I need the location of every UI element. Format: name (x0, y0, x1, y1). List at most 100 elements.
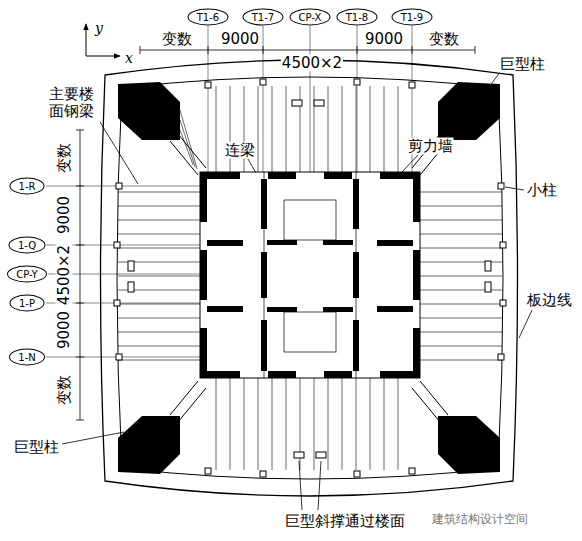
floor-beams (118, 276, 200, 277)
core (261, 179, 267, 229)
floor-beams (118, 360, 200, 361)
grid-bubble: 1-P (10, 295, 45, 312)
leader-lines (505, 187, 524, 190)
dimension: 变数 (56, 142, 73, 174)
floor-beams (118, 248, 200, 249)
brace-slots (128, 261, 134, 271)
grid-label: 1-Q (18, 240, 36, 251)
small-columns (409, 468, 415, 474)
small-columns (205, 82, 211, 88)
floor-beams (244, 378, 245, 470)
floor-beams (342, 86, 343, 172)
grid-lines (310, 26, 311, 172)
core (353, 320, 359, 371)
leader-lines (248, 159, 256, 173)
dimension-lines (80, 130, 81, 420)
floor-beams (258, 86, 259, 172)
core (323, 240, 353, 245)
core (377, 306, 413, 312)
core (377, 240, 413, 246)
floor-beams (420, 206, 502, 207)
dimension: 9000 (56, 195, 73, 235)
small-columns (114, 242, 120, 248)
core (284, 200, 336, 240)
dimension: 4500×2 (56, 244, 73, 306)
floor-beams (420, 346, 502, 347)
leader-lines (100, 122, 138, 184)
perimeter-beam (117, 77, 503, 479)
floor-beams (258, 378, 259, 470)
core (261, 320, 267, 371)
core (284, 312, 336, 352)
grid-label: T1-8 (346, 12, 368, 23)
brace-slots (316, 452, 326, 458)
mega-columns (438, 416, 500, 474)
floor-beams (230, 86, 231, 172)
dimension-lines (76, 130, 84, 131)
dimension-lines (208, 46, 209, 54)
small-columns (205, 468, 211, 474)
grid-bubble: CP-X (290, 9, 331, 26)
dimension-lines (76, 245, 84, 246)
floor-beams (244, 86, 245, 172)
floor-beams (314, 378, 315, 470)
leader-lines (402, 155, 418, 172)
dimension-lines (357, 46, 358, 54)
grid-bubble: T1-6 (188, 9, 229, 26)
core (200, 250, 207, 300)
dimension-lines (76, 186, 84, 187)
callout: 巨型柱 (499, 56, 546, 73)
dimension: 变数 (428, 31, 460, 48)
floor-beams (420, 332, 502, 333)
floor-beams (398, 378, 399, 470)
brace-slots (485, 282, 491, 292)
grid-label: 1-P (19, 298, 35, 309)
watermark: 建筑结构设计空间 (431, 511, 529, 528)
core (200, 172, 420, 378)
brace-slots (485, 261, 491, 271)
callout: 巨型斜撑通过楼面 (284, 513, 406, 530)
core (200, 172, 420, 378)
small-columns (354, 79, 360, 85)
core (207, 306, 243, 312)
core (353, 252, 359, 298)
core (268, 371, 296, 378)
floor-beams (286, 86, 287, 172)
small-columns (114, 79, 506, 477)
core (323, 307, 353, 312)
grid-label: 1-R (19, 181, 36, 192)
core (268, 172, 296, 179)
core (267, 240, 297, 245)
small-columns (498, 354, 504, 360)
brace-slots (294, 452, 304, 458)
floor-beams (118, 86, 502, 470)
grid-label: T1-7 (252, 12, 274, 23)
core (267, 307, 297, 312)
small-columns (116, 183, 122, 189)
grid-bubble: T1-8 (337, 9, 378, 26)
dimension: 9000 (364, 31, 404, 48)
grid-lines (208, 26, 209, 172)
brace-slots (128, 282, 134, 292)
floor-beams (328, 86, 329, 172)
floor-beams (420, 360, 502, 361)
floor-beams (356, 86, 357, 172)
callout: 板边线 (526, 292, 573, 309)
dimension-lines (76, 357, 84, 358)
floor-beams (118, 206, 200, 207)
dimension: 9000 (220, 31, 260, 48)
grid-bubble: 1-N (9, 349, 45, 366)
axes (86, 24, 120, 56)
floor-beams (118, 332, 200, 333)
floor-beams (272, 378, 273, 470)
grid-label: CP-Y (16, 269, 37, 280)
small-columns (260, 79, 266, 85)
grid-label: CP-X (299, 12, 322, 23)
grid-bubble: 1-Q (9, 237, 46, 254)
dimension-lines (76, 46, 475, 420)
core (200, 328, 207, 378)
axes (86, 24, 87, 56)
dimension-lines (263, 46, 264, 54)
dimension-lines (140, 46, 141, 54)
callout: 连梁 (224, 142, 256, 159)
